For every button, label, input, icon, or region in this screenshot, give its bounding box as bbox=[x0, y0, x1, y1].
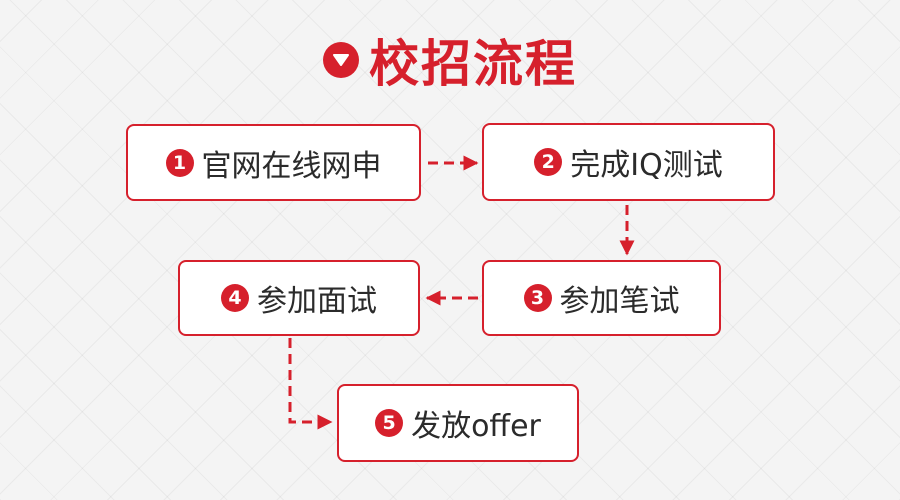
step-interview: 4 参加面试 bbox=[178, 260, 420, 336]
step-number-badge: 1 bbox=[165, 148, 194, 177]
step-written-test: 3 参加笔试 bbox=[482, 260, 721, 336]
step-label: 完成IQ测试 bbox=[570, 148, 723, 183]
connector-4-to-5 bbox=[288, 338, 333, 430]
step-iq-test: 2 完成IQ测试 bbox=[482, 123, 775, 201]
step-label: 官网在线网申 bbox=[201, 148, 382, 184]
triangle-down-icon bbox=[323, 42, 359, 78]
step-offer: 5 发放offer bbox=[337, 384, 579, 462]
step-label: 参加笔试 bbox=[559, 284, 680, 319]
title-text: 校招流程 bbox=[369, 35, 577, 93]
step-label: 参加面试 bbox=[257, 284, 377, 319]
page-title: 校招流程 bbox=[0, 28, 900, 93]
step-number-badge: 5 bbox=[375, 409, 404, 437]
step-number-badge: 2 bbox=[534, 148, 563, 176]
step-number-badge: 4 bbox=[221, 284, 249, 312]
step-number-badge: 3 bbox=[523, 284, 552, 312]
step-online-application: 1 官网在线网申 bbox=[126, 124, 421, 201]
step-label: 发放offer bbox=[411, 409, 541, 444]
